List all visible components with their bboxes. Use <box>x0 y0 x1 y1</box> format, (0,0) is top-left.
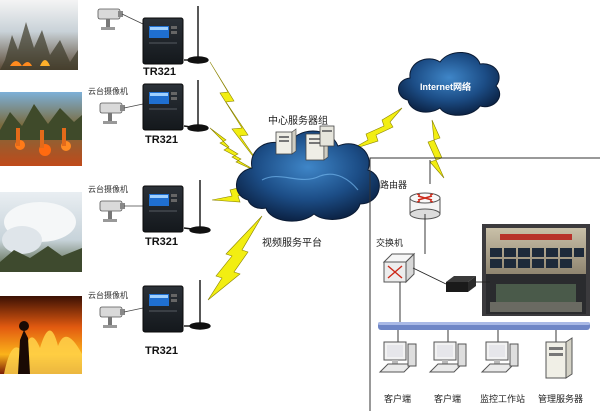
camera-icon <box>97 8 123 30</box>
computer-icon <box>428 341 467 373</box>
lightning-icon <box>349 107 403 151</box>
control-room-screen <box>482 224 590 316</box>
client-label: 客户端 <box>434 395 462 405</box>
video-platform-cloud <box>236 130 380 222</box>
switch-label: 交换机 <box>376 239 404 249</box>
computer-icon <box>378 341 417 373</box>
server-icon <box>545 337 573 379</box>
fire-photo-1 <box>0 0 78 70</box>
internet-cloud <box>398 52 501 116</box>
computer-icon <box>480 341 519 373</box>
antenna-icon <box>183 6 211 330</box>
lightning-icon <box>207 215 263 301</box>
camera-label: 云台摄像机 <box>88 87 128 96</box>
device-label: TR321 <box>145 134 179 146</box>
lightning-icon <box>427 119 445 179</box>
fire-photo-4 <box>0 296 82 374</box>
lan-bus <box>378 322 590 330</box>
device-label: TR321 <box>145 236 179 248</box>
tr321-device <box>142 17 184 65</box>
camera-icon <box>99 102 125 124</box>
camera-icon <box>99 306 125 328</box>
device-label: TR321 <box>143 66 177 78</box>
device-label: TR321 <box>145 345 179 357</box>
fire-photo-3 <box>0 192 82 272</box>
router-label: 路由器 <box>380 181 408 191</box>
client-label: 客户端 <box>384 395 412 405</box>
client-label: 监控工作站 <box>480 395 526 405</box>
platform-label: 视频服务平台 <box>262 238 322 249</box>
internet-label: Internet网络 <box>420 82 472 92</box>
camera-icon <box>99 200 125 222</box>
lightning-icon <box>209 61 263 169</box>
camera-label: 云台摄像机 <box>88 291 128 300</box>
lightning-icon <box>209 127 259 173</box>
tr321-device <box>142 83 184 131</box>
tr321-device <box>142 185 184 233</box>
server-icon <box>319 125 335 147</box>
router-icon <box>409 192 441 220</box>
network-box-icon <box>446 276 476 292</box>
camera-links <box>121 13 144 313</box>
client-label: 管理服务器 <box>538 395 584 405</box>
switch-icon <box>382 252 416 284</box>
tr321-device <box>142 285 184 333</box>
fire-photo-2 <box>0 92 82 166</box>
server-icon <box>275 128 297 155</box>
camera-label: 云台摄像机 <box>88 185 128 194</box>
server-group-label: 中心服务器组 <box>268 116 328 127</box>
lan-frame <box>369 157 600 411</box>
